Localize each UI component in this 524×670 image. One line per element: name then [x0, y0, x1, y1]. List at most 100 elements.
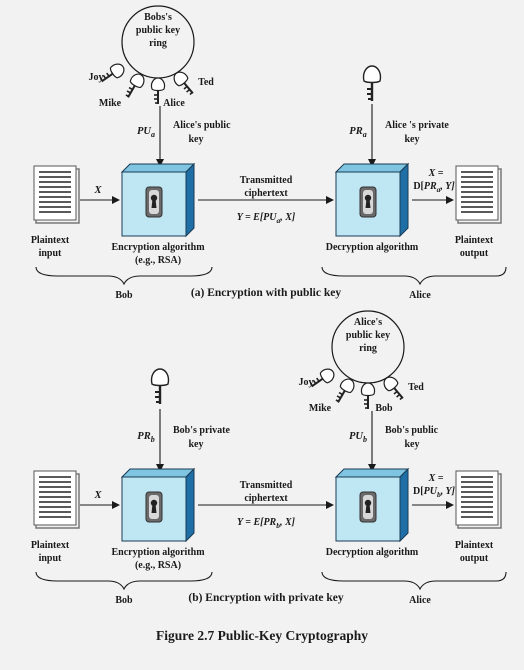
formula-part: PU	[263, 212, 277, 223]
plaintext-input-label: Plaintext	[31, 235, 70, 246]
bob-label: Bob	[115, 595, 133, 606]
key-owner-name: Bob	[375, 403, 393, 414]
plaintext-output-label: output	[460, 248, 489, 259]
enc-key-label: Bob's private	[173, 425, 231, 436]
key-owner-name: Mike	[309, 403, 332, 414]
encryption-box	[121, 468, 195, 542]
ring-title: Bobs's	[144, 12, 172, 23]
plaintext-input-label: Plaintext	[31, 540, 70, 551]
key-owner-name: Joy	[299, 377, 314, 388]
key-owner-name: Joy	[89, 72, 104, 83]
formula-part: b	[276, 521, 280, 530]
alice-label: Alice	[409, 290, 431, 301]
plaintext-input-doc	[33, 165, 80, 224]
encryption-algorithm-label: (e.g., RSA)	[135, 560, 181, 571]
symbol-subscript: b	[151, 435, 155, 444]
encryption-box	[121, 163, 195, 237]
dec-key-label: Alice 's private	[385, 120, 449, 131]
ring-title: Alice's	[354, 317, 382, 328]
decryption-algorithm-label: Decryption algorithm	[326, 242, 419, 253]
panel-caption: (a) Encryption with public key	[191, 287, 341, 299]
key-icon	[360, 382, 376, 410]
input-variable: X	[93, 185, 102, 196]
formula-part: , X]	[279, 212, 296, 223]
key-owner-name: Alice	[163, 98, 185, 109]
key-owner-name: Mike	[99, 98, 122, 109]
key-icon	[331, 375, 358, 407]
private-key-icon	[362, 64, 382, 103]
key-owner-name: Ted	[408, 382, 424, 393]
formula-part: Y = E[	[237, 212, 264, 223]
dec-key-symbol: PRa	[349, 126, 366, 139]
alice-brace	[321, 571, 507, 591]
enc-key-label: key	[189, 134, 204, 145]
formula-part: a	[437, 185, 441, 194]
symbol-subscript: a	[363, 130, 367, 139]
output-variable: X =	[428, 168, 444, 179]
transmitted-label: ciphertext	[244, 188, 288, 199]
plaintext-output-doc	[455, 165, 502, 224]
enc-key-symbol: PRb	[137, 431, 154, 444]
plaintext-output-label: Plaintext	[455, 540, 494, 551]
panel-caption: (b) Encryption with private key	[188, 592, 344, 604]
ring-title: public key	[136, 25, 180, 36]
plaintext-input-label: input	[39, 553, 62, 564]
formula-part: PR	[424, 181, 437, 192]
input-variable: X	[93, 490, 102, 501]
output-variable: D[PRa, Y]	[413, 181, 455, 194]
ring-title: ring	[359, 343, 377, 354]
bob-brace	[35, 266, 213, 286]
symbol: PU	[137, 126, 152, 137]
decryption-box	[335, 163, 409, 237]
output-variable: X =	[428, 473, 444, 484]
formula-part: PU	[424, 486, 438, 497]
ring-title: ring	[149, 38, 167, 49]
private-key-icon	[150, 367, 170, 406]
transmitted-label: Transmitted	[240, 480, 293, 491]
enc-key-label: key	[189, 439, 204, 450]
alice-label: Alice	[409, 595, 431, 606]
formula-part: a	[277, 216, 281, 225]
bob-brace	[35, 571, 213, 591]
dec-key-label: key	[405, 134, 420, 145]
plaintext-output-label: Plaintext	[455, 235, 494, 246]
plaintext-output-label: output	[460, 553, 489, 564]
formula-part: b	[437, 490, 441, 499]
formula-part: PR	[263, 517, 276, 528]
formula-part: Y = E[	[237, 517, 264, 528]
encryption-formula: Y = E[PRb, X]	[237, 517, 296, 530]
ring-title: public key	[346, 330, 390, 341]
decryption-box	[335, 468, 409, 542]
plaintext-output-doc	[455, 470, 502, 529]
formula-part: , Y]	[440, 486, 456, 497]
encryption-formula: Y = E[PUa, X]	[237, 212, 296, 225]
transmitted-label: ciphertext	[244, 493, 288, 504]
formula-part: , X]	[279, 517, 296, 528]
decryption-algorithm-label: Decryption algorithm	[326, 547, 419, 558]
key-icon	[121, 70, 148, 102]
symbol: PR	[349, 126, 362, 137]
symbol: PR	[137, 431, 150, 442]
formula-part: D[	[413, 486, 424, 497]
dec-key-label: key	[405, 439, 420, 450]
dec-key-label: Bob's public	[385, 425, 439, 436]
enc-key-label: Alice's public	[173, 120, 231, 131]
key-owner-name: Ted	[198, 77, 214, 88]
symbol: PU	[349, 431, 364, 442]
encryption-algorithm-label: Encryption algorithm	[111, 242, 205, 253]
encryption-algorithm-label: (e.g., RSA)	[135, 255, 181, 266]
plaintext-input-label: input	[39, 248, 62, 259]
plaintext-input-doc	[33, 470, 80, 529]
figure-caption: Figure 2.7 Public-Key Cryptography	[156, 628, 368, 643]
transmitted-label: Transmitted	[240, 175, 293, 186]
symbol-subscript: b	[363, 435, 367, 444]
formula-part: D[	[413, 181, 424, 192]
bob-label: Bob	[115, 290, 133, 301]
alice-brace	[321, 266, 507, 286]
